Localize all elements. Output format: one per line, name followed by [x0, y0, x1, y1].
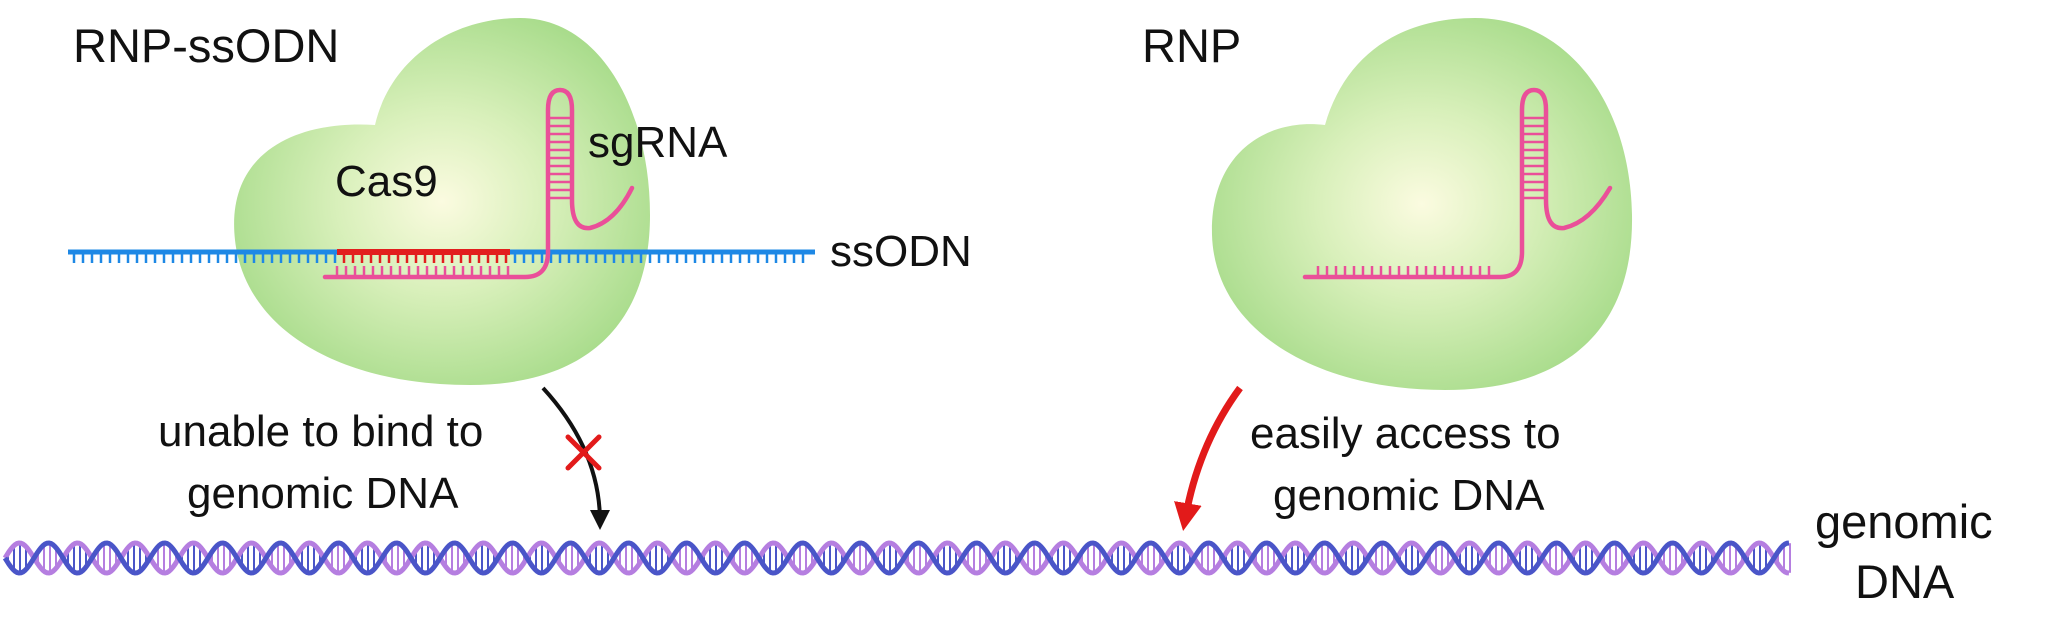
ssodn-ticks: [72, 252, 805, 263]
right-outcome-line1: easily access to: [1250, 409, 1561, 458]
sgrna-label: sgRNA: [588, 118, 728, 167]
cas9-protein-right: [1211, 18, 1633, 390]
left-outcome-line2: genomic DNA: [187, 469, 459, 518]
sgrna-spacer-ticks-left: [335, 266, 510, 277]
genomic-dna: [2, 540, 1791, 576]
left-panel: RNP-ssODN Cas9 sgRNA ssODN unable to bin…: [68, 18, 972, 530]
cas9-label: Cas9: [335, 157, 438, 206]
left-panel-title: RNP-ssODN: [73, 19, 339, 72]
sgrna-stem-ticks-left: [548, 116, 572, 200]
dna-label-line1: genomic: [1815, 495, 1993, 548]
left-outcome-line1: unable to bind to: [158, 407, 483, 456]
blocked-arrow: [541, 386, 610, 530]
dna-label-line2: DNA: [1855, 555, 1955, 608]
dna-strand-b: [2, 540, 1790, 576]
ssodn-label: ssODN: [830, 227, 972, 276]
right-outcome-line2: genomic DNA: [1273, 471, 1545, 520]
cross-mark-icon: [565, 434, 602, 471]
dna-strand-a: [2, 540, 1790, 576]
right-panel: RNP easily access to genomic DNA: [1142, 18, 1633, 532]
access-arrow: [1174, 385, 1243, 532]
sgrna-stem-ticks-right: [1522, 116, 1546, 200]
right-panel-title: RNP: [1142, 19, 1241, 72]
cas9-protein-left: [234, 18, 650, 385]
sgrna-guide-right: [1302, 87, 1613, 280]
sgrna-guide-left: [322, 87, 635, 280]
sgrna-spacer-ticks-right: [1316, 266, 1491, 277]
